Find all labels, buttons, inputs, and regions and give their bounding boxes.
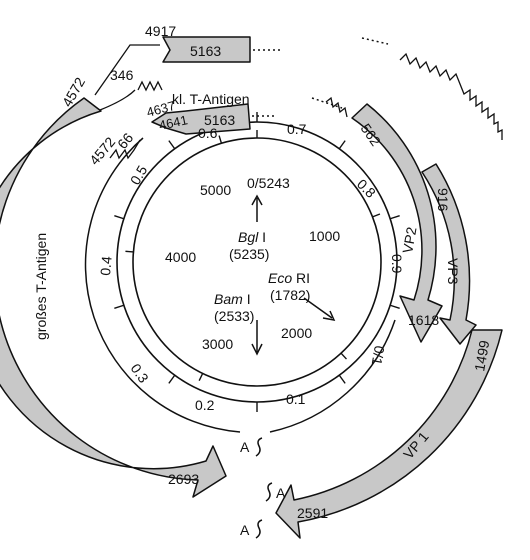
map-unit-0-3: 0.3: [128, 361, 152, 386]
bgl-arrow-head: [251, 194, 263, 206]
vp3-arrow: [421, 163, 477, 345]
large-t-antigen-label: großes T-Antigen: [33, 233, 49, 340]
polya-tail-large-t: [265, 482, 273, 502]
eco-site-arrow: [303, 297, 333, 319]
polya-a-vp1: A: [240, 522, 250, 538]
outer-right-line: [269, 319, 396, 433]
map-unit-0-4: 0.4: [97, 255, 115, 276]
right-mid-dash: [311, 97, 343, 109]
outer-tick: [168, 374, 176, 384]
vp2-arrow: [351, 103, 443, 343]
bam-site-position: (2533): [214, 308, 254, 324]
inner-tick: [340, 352, 347, 360]
pos-4917: 4917: [145, 23, 176, 39]
map-unit-0-1: 0.1: [286, 391, 306, 407]
middle-circle: [116, 121, 398, 403]
outer-tick: [114, 214, 125, 220]
inner-tick: [198, 373, 204, 381]
pos-916: 916: [435, 188, 451, 212]
pos-66: 66: [114, 130, 136, 152]
eco-site-label: Eco RI: [268, 270, 310, 286]
vp1-arrow: [275, 329, 503, 539]
inner-tick: [372, 213, 381, 218]
pos-1499: 1499: [471, 339, 492, 373]
outer-tick: [389, 304, 400, 310]
outer-tick: [338, 374, 346, 384]
pos-5163-small: 5163: [204, 112, 235, 128]
pos-346: 346: [110, 67, 134, 83]
pos-2693: 2693: [168, 471, 199, 487]
nt-1000: 1000: [309, 228, 340, 244]
nt-0-5243: 0/5243: [247, 175, 290, 191]
polya-tail-vp1: [255, 519, 263, 539]
outer-tick: [338, 140, 346, 150]
nt-2000: 2000: [281, 325, 312, 341]
eco-arrow-head: [322, 310, 336, 321]
bgl-site-position: (5235): [229, 246, 269, 262]
map-unit-0-9: 0.9: [389, 254, 405, 274]
pos-1618: 1618: [408, 312, 439, 328]
intron-top-zigzag: [94, 44, 163, 111]
inner-tick: [218, 135, 223, 144]
polya-a-large-t: A: [276, 485, 286, 501]
nt-4000: 4000: [165, 249, 196, 265]
inner-tick: [125, 250, 134, 253]
bam-arrow-head: [251, 343, 263, 356]
small-t-box: [151, 103, 251, 135]
pos-5163-top: 5163: [190, 43, 221, 59]
intron-right-zigzag: [399, 52, 503, 140]
nt-3000: 3000: [202, 336, 233, 352]
bgl-site-label: Bgl I: [238, 229, 266, 245]
outer-left-line: [84, 137, 241, 433]
vp3-label: VP3: [445, 258, 461, 285]
polya-tail-inner: [255, 437, 263, 457]
pos-4641: 4641: [158, 112, 189, 133]
right-top-dash: [361, 37, 389, 45]
pos-4572-small: 4572: [86, 134, 118, 168]
map-unit-0-6: 0.6: [198, 125, 218, 141]
eco-site-position: (1782): [270, 287, 310, 303]
map-unit-0-8: 0.8: [354, 176, 379, 201]
vp2-label: VP2: [399, 225, 419, 254]
large-t-antigen-arrow: [0, 97, 227, 498]
intron-mid-zigzag: [325, 96, 348, 118]
pos-2591: 2591: [297, 505, 328, 521]
map-unit-0-7: 0.7: [287, 121, 307, 137]
bam-site-label: Bam I: [214, 291, 251, 307]
map-unit-0-5: 0.5: [127, 162, 151, 187]
map-unit-0-2: 0.2: [195, 397, 215, 413]
polya-a-inner: A: [240, 439, 250, 455]
tick-marks: [114, 112, 400, 412]
intron-small-zigzag: [109, 139, 141, 160]
nt-5000: 5000: [200, 182, 231, 198]
outer-tick: [168, 140, 176, 150]
top-5163-box: [162, 36, 251, 63]
pos-4637: 4637: [145, 98, 177, 120]
map-unit-0-1-end: 0/1: [369, 344, 388, 366]
outer-tick: [114, 304, 125, 310]
outer-tick: [389, 214, 400, 220]
small-t-antigen-label: kl. T-Antigen: [172, 91, 250, 107]
